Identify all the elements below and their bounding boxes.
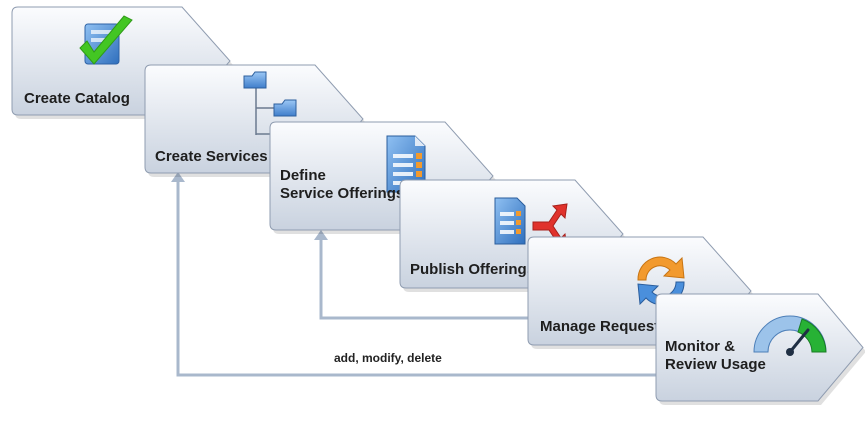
feedback-connectors — [176, 180, 658, 377]
step-label: Define — [280, 167, 326, 184]
gauge-icon — [753, 315, 827, 356]
feedback-line-outer — [176, 180, 658, 377]
step-label: Publish Offerings — [410, 261, 535, 278]
step-label: Service Offerings — [280, 185, 404, 202]
arrowhead-inner — [314, 230, 328, 240]
feedback-arrowheads — [171, 172, 328, 240]
step-monitor-usage: Monitor &Review Usage — [655, 293, 865, 405]
arrowhead-outer — [171, 172, 185, 182]
step-label: Monitor & — [665, 338, 735, 355]
step-label: Review Usage — [665, 356, 766, 373]
step-label: Create Services — [155, 148, 268, 165]
feedback-line-inner — [319, 238, 530, 320]
step-label: Manage Requests — [540, 318, 668, 335]
step-label: Create Catalog — [24, 90, 130, 107]
feedback-label: add, modify, delete — [334, 351, 442, 365]
catalog-check-icon — [79, 15, 133, 65]
